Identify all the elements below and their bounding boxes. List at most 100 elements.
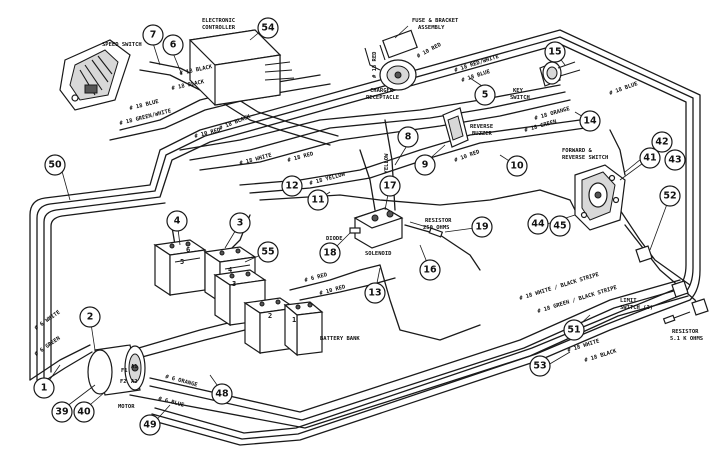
svg-text:18: 18 bbox=[323, 248, 337, 259]
svg-text:9: 9 bbox=[422, 160, 429, 171]
svg-text:8: 8 bbox=[405, 132, 412, 143]
callout-54: 54 bbox=[257, 17, 279, 39]
svg-text:10: 10 bbox=[510, 161, 524, 172]
limit-switch-label-1: LIMIT bbox=[620, 298, 637, 304]
controller-label-1: ELECTRONIC bbox=[202, 18, 235, 24]
battery-terminals bbox=[169, 241, 313, 310]
callout-12: 12 bbox=[281, 175, 303, 197]
svg-text:16: 16 bbox=[423, 265, 437, 276]
callout-17: 17 bbox=[379, 175, 401, 197]
key-switch: KEY SWITCH bbox=[510, 61, 581, 101]
resistor-5k-label-1: RESISTOR bbox=[672, 329, 699, 335]
fr-switch-label-2: REVERSE SWITCH bbox=[562, 155, 608, 161]
callout-1: 1 bbox=[33, 377, 55, 399]
diode-label: DIODE bbox=[326, 236, 343, 242]
callout-5: 5 bbox=[474, 84, 496, 106]
callout-16: 16 bbox=[419, 259, 441, 281]
callout-9: 9 bbox=[414, 154, 436, 176]
callout-8: 8 bbox=[397, 126, 419, 148]
svg-text:7: 7 bbox=[150, 30, 157, 41]
svg-text:40: 40 bbox=[77, 407, 91, 418]
callout-53: 53 bbox=[529, 355, 551, 377]
electronic-controller: ELECTRONIC CONTROLLER bbox=[188, 18, 295, 106]
battery-number: 5 bbox=[180, 258, 184, 266]
callout-40: 40 bbox=[73, 401, 95, 423]
wire-label: # 6 GREEN bbox=[34, 336, 62, 358]
callout-7: 7 bbox=[142, 24, 164, 46]
callout-42: 42 bbox=[651, 131, 673, 153]
svg-text:15: 15 bbox=[548, 47, 561, 58]
motor-a2: A2 bbox=[131, 379, 138, 385]
svg-text:50: 50 bbox=[48, 160, 62, 171]
svg-text:19: 19 bbox=[475, 222, 488, 233]
svg-text:41: 41 bbox=[643, 153, 656, 164]
motor: F1 A1 F2 A2 MOTOR bbox=[87, 344, 146, 410]
callout-3: 3 bbox=[229, 212, 251, 234]
battery-bank: 6 5 4 3 2 1 BATTERY BANK bbox=[153, 239, 360, 357]
wire-label: # 6 BLUE bbox=[157, 396, 184, 409]
limit-switch-label-2: SWITCH (3) bbox=[620, 305, 653, 311]
battery-number: 1 bbox=[292, 316, 296, 324]
wire-label: # 18 BLUE bbox=[129, 99, 159, 112]
fuse-label-1: FUSE & BRACKET bbox=[412, 18, 459, 24]
charger-receptacle: CHARGER RECEPTACLE bbox=[364, 44, 417, 101]
callout-10: 10 bbox=[506, 155, 528, 177]
resistor-250-label-2: 250 OHMS bbox=[423, 225, 450, 231]
wire-label: # 6 WHITE bbox=[34, 310, 62, 332]
wire-label: # 18 BLACK bbox=[584, 348, 618, 364]
svg-text:49: 49 bbox=[143, 420, 156, 431]
battery bbox=[153, 239, 207, 297]
motor-f1: F1 bbox=[121, 368, 128, 374]
wire-label: # 10 RED bbox=[194, 127, 222, 140]
limit-switches: LIMIT SWITCH (3) bbox=[620, 245, 709, 316]
motor-f2: F2 bbox=[120, 379, 127, 385]
callout-13: 13 bbox=[364, 282, 386, 304]
callout-2: 2 bbox=[79, 306, 101, 328]
fuse-bracket-assembly: FUSE & BRACKET ASSEMBLY bbox=[382, 18, 459, 59]
callout-6: 6 bbox=[162, 34, 184, 56]
fr-switch-label-1: FORWARD & bbox=[562, 148, 592, 154]
svg-text:2: 2 bbox=[87, 312, 94, 323]
battery bbox=[283, 301, 324, 357]
svg-text:13: 13 bbox=[368, 288, 381, 299]
svg-text:42: 42 bbox=[655, 137, 668, 148]
callout-15: 15 bbox=[544, 41, 566, 63]
svg-text:52: 52 bbox=[663, 191, 676, 202]
wire-label: # 18 YELLOW bbox=[384, 153, 390, 190]
svg-text:12: 12 bbox=[285, 181, 298, 192]
svg-text:1: 1 bbox=[41, 383, 48, 394]
svg-text:43: 43 bbox=[668, 155, 681, 166]
battery-bank-label: BATTERY BANK bbox=[320, 336, 360, 342]
callout-48: 48 bbox=[211, 383, 233, 405]
svg-text:48: 48 bbox=[215, 389, 229, 400]
svg-text:39: 39 bbox=[55, 407, 68, 418]
callout-41: 41 bbox=[639, 147, 661, 169]
charger-label-2: RECEPTACLE bbox=[366, 95, 399, 101]
svg-text:4: 4 bbox=[174, 216, 181, 227]
callout-19: 19 bbox=[471, 216, 493, 238]
svg-text:6: 6 bbox=[170, 40, 177, 51]
callout-50: 50 bbox=[44, 154, 66, 176]
callouts: 1 2 3 4 5 6 7 8 9 10 11 12 13 14 15 16 1… bbox=[33, 17, 686, 436]
svg-text:17: 17 bbox=[383, 181, 396, 192]
callout-51: 51 bbox=[563, 319, 585, 341]
wire-label: # 6 RED bbox=[304, 272, 329, 284]
key-switch-label-1: KEY bbox=[513, 88, 524, 94]
speed-switch-label: SPEED SWITCH bbox=[102, 42, 142, 48]
wire-label: # 10 RED bbox=[454, 149, 482, 164]
svg-text:54: 54 bbox=[261, 23, 275, 34]
svg-text:53: 53 bbox=[533, 361, 546, 372]
svg-text:55: 55 bbox=[261, 247, 274, 258]
wire-label: # 10 RED bbox=[319, 284, 347, 297]
callout-52: 52 bbox=[659, 185, 681, 207]
resistor-250-label-1: RESISTOR bbox=[425, 218, 452, 224]
wire-label: # 6 ORANGE bbox=[164, 374, 198, 388]
callout-14: 14 bbox=[579, 110, 601, 132]
wire-label: # 10 RED bbox=[416, 42, 443, 60]
wire-label: # 18 BLUE bbox=[609, 81, 639, 97]
fuse-label-2: ASSEMBLY bbox=[418, 25, 445, 31]
wire-label: # 18 RED/WHITE bbox=[454, 54, 500, 74]
svg-text:11: 11 bbox=[311, 195, 324, 206]
wire-label: # 18 GREEN bbox=[524, 119, 557, 134]
